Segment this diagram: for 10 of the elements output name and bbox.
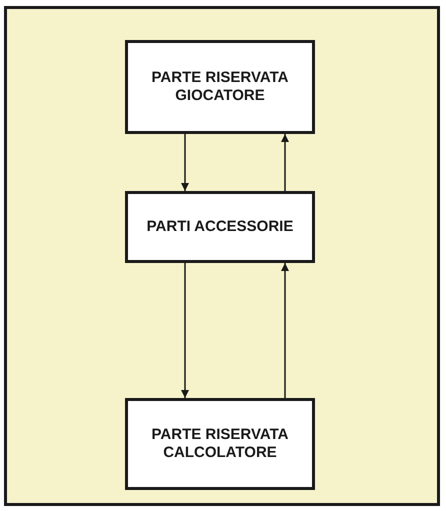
arrow [181,134,189,191]
block-label: PARTI ACCESSORIE [146,218,294,236]
block-box [125,398,315,490]
block-label: PARTE RISERVATA CALCOLATORE [150,426,290,462]
arrow [281,134,289,191]
arrow [181,263,189,398]
block-label: PARTE RISERVATA GIOCATORE [150,69,290,105]
block-box [125,40,315,134]
arrow [281,263,289,398]
block-box [125,191,315,263]
